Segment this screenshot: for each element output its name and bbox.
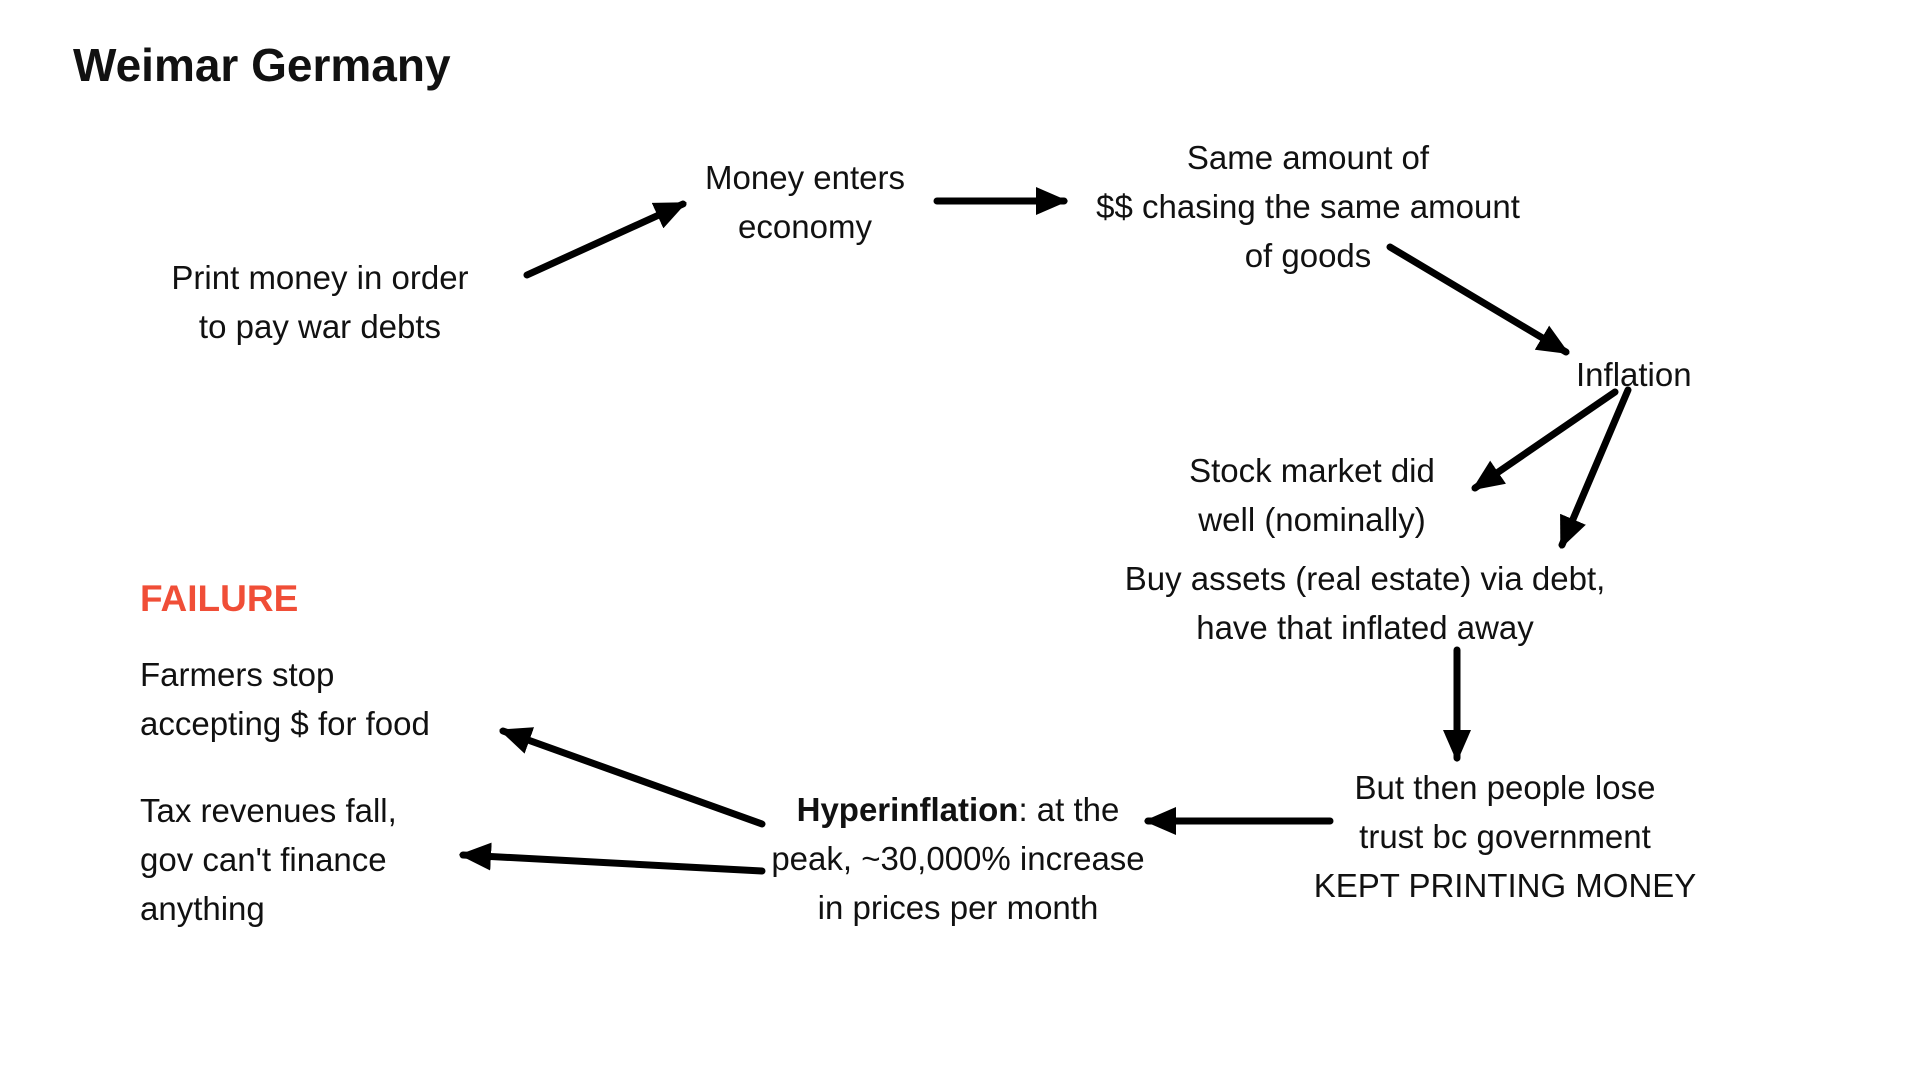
arrow-inflation-to-stock-market [1471, 388, 1619, 492]
hyperinflation-term: Hyperinflation [796, 791, 1019, 828]
node-print-money: Print money in order to pay war debts [171, 259, 469, 345]
arrow-same-amount-to-inflation [1386, 243, 1570, 356]
diagram-title: Weimar Germany [73, 39, 451, 91]
failure-label: FAILURE [140, 578, 299, 619]
node-stock-market: Stock market did well (nominally) [1189, 452, 1435, 538]
node-inflation: Inflation [1576, 356, 1692, 393]
node-money-enters-economy: Money enters economy [705, 159, 905, 245]
node-farmers-stop: Farmers stop accepting $ for food [140, 656, 430, 742]
arrow-inflation-to-buy-assets [1558, 386, 1632, 549]
arrow-print-to-money-enters [523, 200, 687, 279]
node-hyperinflation: Hyperinflation: at the peak, ~30,000% in… [758, 785, 1158, 932]
arrow-hyperinflation-to-tax [458, 842, 766, 875]
node-same-amount-of-dollars: Same amount of $$ chasing the same amoun… [1096, 139, 1520, 274]
node-people-lose-trust: But then people lose trust bc government… [1313, 769, 1697, 904]
hyperinflation-description: : at the peak, ~30,000% increase in pric… [771, 791, 1145, 926]
arrow-hyperinflation-to-farmers [499, 727, 766, 828]
node-tax-revenues-fall: Tax revenues fall, gov can't finance any… [140, 792, 397, 927]
node-buy-assets: Buy assets (real estate) via debt, have … [1124, 560, 1606, 646]
